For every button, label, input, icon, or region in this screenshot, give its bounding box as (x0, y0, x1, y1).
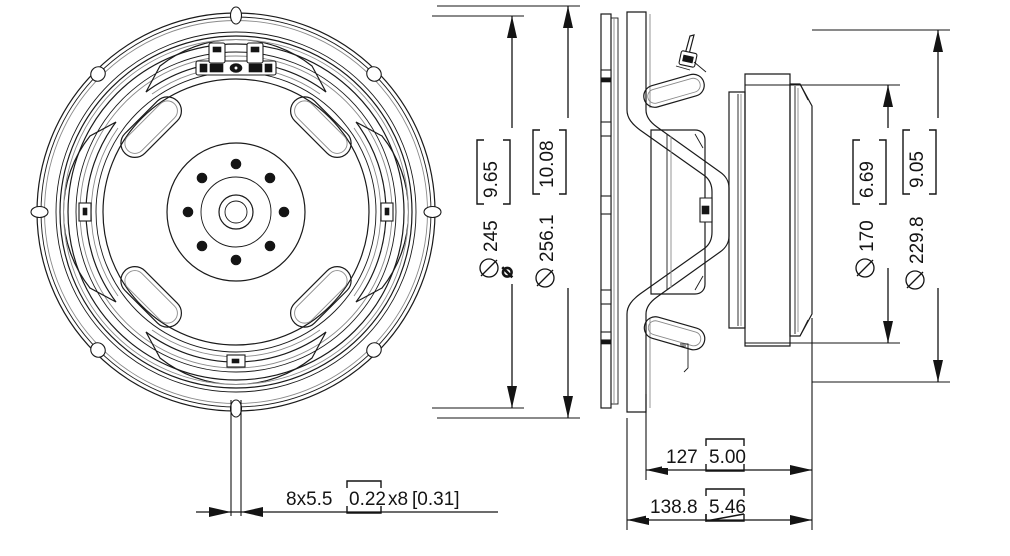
side-bottom-clip (680, 343, 689, 373)
dim-138-mm: 138.8 (650, 497, 698, 518)
side-magnet-assembly (728, 73, 813, 347)
dim-256-in: 10.08 (537, 140, 558, 188)
dia-symbol-229-glyph (905, 270, 925, 290)
front-terminal-block (195, 42, 277, 76)
front-center-screws (182, 158, 290, 266)
dim-138-in: 5.46 (709, 497, 746, 518)
dimension-dia-229: 229.8 9.05 (902, 30, 952, 382)
dim-245-text: ⌀ (496, 267, 517, 278)
front-center-hub (166, 142, 306, 282)
holes-inch-2-text: [0.31] (412, 489, 460, 510)
holes-mid-text: x8 (388, 489, 408, 510)
dimension-dia-170: 170 6.69 (852, 85, 902, 343)
dia-symbol-245: ⌀ (496, 267, 517, 278)
dim-229-in: 9.05 (907, 151, 928, 188)
dim-229-mm: 229.8 (907, 216, 928, 264)
side-flange-plate (600, 13, 619, 409)
dim-170-in: 6.69 (857, 161, 878, 198)
dimension-dia-245: ⌀ 245 9.65 (476, 16, 526, 408)
dim-127-mm: 127 (666, 447, 698, 468)
dia-symbol-170-glyph (855, 258, 875, 278)
dim-256-mm: 256.1 (537, 214, 558, 262)
dia-symbol-256-glyph (535, 268, 555, 288)
front-arc-cutouts (64, 40, 408, 384)
front-dimensions: ⌀ 245 9.65 (196, 5, 582, 517)
front-rib-tabs (78, 202, 394, 368)
side-terminal (675, 34, 707, 73)
dia-symbol-245-glyph (479, 258, 499, 278)
holes-prefix-text: 8x5.5 (286, 489, 332, 510)
dimension-dia-256: 256.1 10.08 (532, 6, 582, 418)
dim-245-in: 9.65 (481, 161, 502, 198)
dim-127-in: 5.00 (709, 447, 746, 468)
holes-inch-1-text: 0.22 (349, 489, 386, 510)
side-dimensions: 170 6.69 229.8 9.05 (626, 29, 952, 530)
front-mounting-holes (30, 6, 442, 418)
side-basket-windows (643, 73, 713, 351)
front-oval-cutouts (120, 96, 352, 328)
front-basket-rings (67, 43, 405, 381)
front-view (30, 6, 442, 418)
dimension-mounting-holes: 8x5.5 0.22 x8 [0.31] (196, 400, 498, 517)
dimension-depth-127: 127 5.00 (646, 438, 812, 475)
dimension-depth-138: 138.8 5.46 (627, 488, 812, 525)
dim-170-mm: 170 (857, 220, 878, 252)
side-basket-profile (626, 11, 730, 413)
side-view (600, 11, 813, 413)
dim-245-mm: 245 (481, 220, 502, 252)
